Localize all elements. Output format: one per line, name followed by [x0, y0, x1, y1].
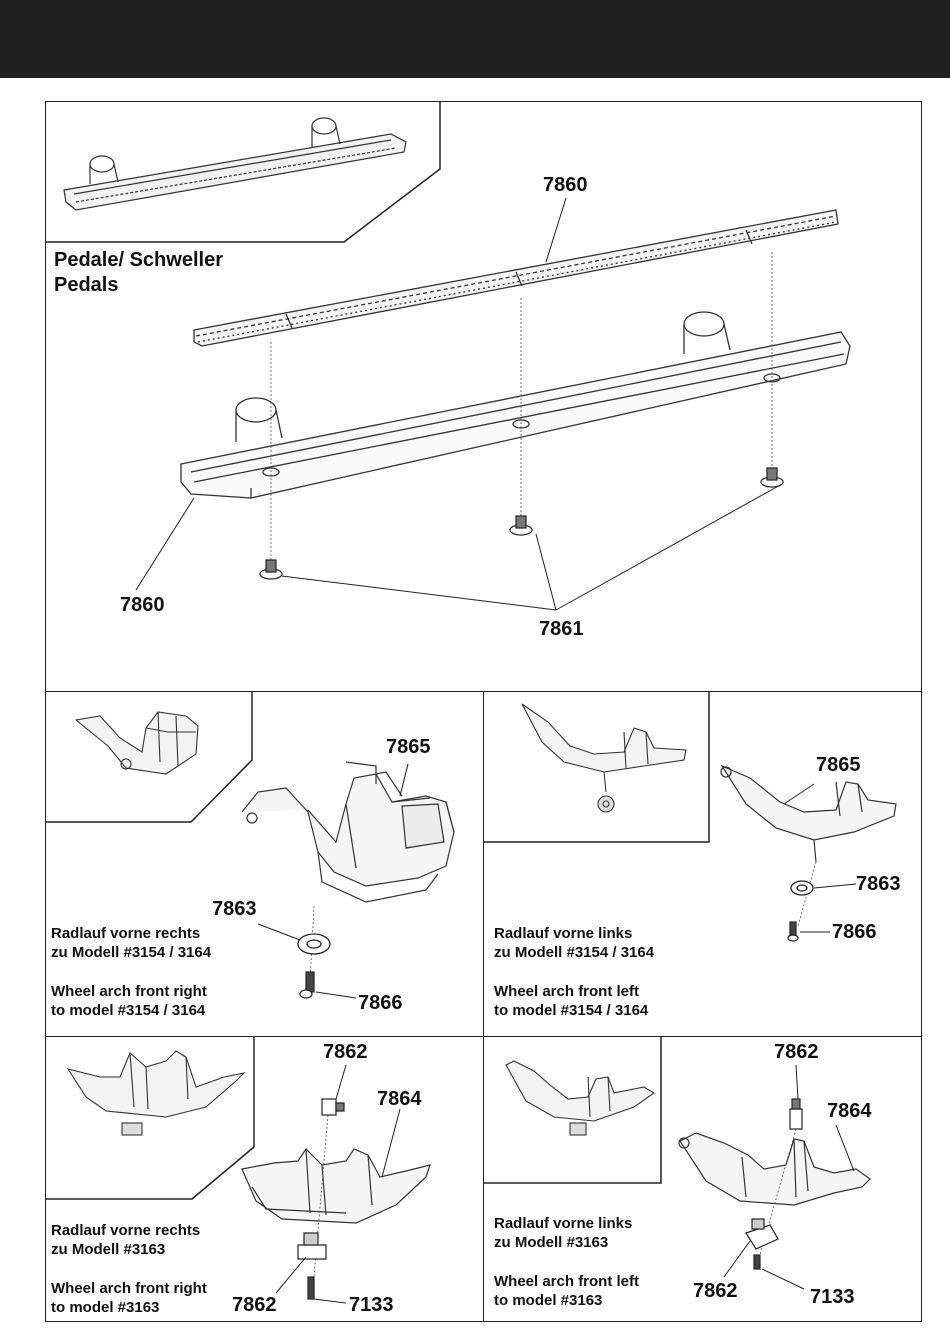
part-label-a: 7865	[386, 736, 431, 758]
inset-pedal-icon	[63, 117, 407, 211]
part-label-a: 7862	[323, 1041, 368, 1063]
part-label-c: 7866	[358, 992, 403, 1014]
arch-part-drawing	[241, 761, 455, 903]
clip-icon-bottom	[745, 1218, 779, 1250]
inset-frame	[46, 102, 441, 243]
part-label-c: 7862	[232, 1294, 277, 1316]
part-label-c: 7862	[693, 1280, 738, 1302]
pedals-title-en: Pedals	[54, 274, 119, 296]
caption-en-1: Wheel arch front right	[51, 1280, 207, 1297]
clip-icon-top	[789, 1098, 803, 1130]
leader-lines	[135, 197, 783, 611]
bolt-icon	[787, 921, 799, 942]
clip-icon-top	[321, 1098, 345, 1116]
part-label-c: 7866	[832, 921, 877, 943]
inset-frame	[46, 1037, 255, 1200]
inset-arch-icon	[74, 711, 199, 775]
arch-front-left-b-drawing	[484, 1037, 871, 1290]
caption-de-1: Radlauf vorne links	[494, 1215, 633, 1232]
part-label-b: 7863	[212, 898, 257, 920]
bolt-icon	[299, 971, 315, 999]
caption-de-2: zu Modell #3163	[51, 1241, 166, 1258]
part-label-b: 7864	[827, 1100, 872, 1122]
arch-front-right-a-drawing	[46, 692, 455, 999]
arch-part-drawing	[678, 1132, 871, 1206]
alignment-lines	[311, 1114, 329, 1300]
part-label-step: 7860	[543, 174, 588, 196]
part-label-a: 7865	[816, 754, 861, 776]
caption-de-2: zu Modell #3154 / 3164	[494, 944, 655, 961]
caption-de-1: Radlauf vorne rechts	[51, 1222, 201, 1239]
screw-icons	[259, 467, 784, 580]
caption-en-1: Wheel arch front left	[494, 983, 640, 1000]
inset-frame	[484, 692, 710, 843]
arch-front-right-b-panel: 7862 7864 7862 7133 Radlauf vorne rechts…	[45, 1036, 484, 1322]
part-label-b: 7863	[856, 873, 901, 895]
pedals-panel: Pedale/ Schweller Pedals 7860 7860 7861	[45, 101, 922, 692]
part-label-sill: 7860	[120, 594, 165, 616]
leader-lines	[257, 763, 409, 999]
clip-icon-bottom	[297, 1232, 327, 1260]
washer-icon	[790, 880, 814, 896]
arch-front-right-a-panel: 7865 7863 7866 Radlauf vorne rechts zu M…	[45, 691, 484, 1037]
inset-frame	[484, 1037, 662, 1184]
step-plate	[193, 209, 839, 347]
caption-en-2: to model #3154 / 3164	[494, 1002, 649, 1019]
arch-part-drawing	[720, 764, 897, 863]
caption-en-2: to model #3154 / 3164	[51, 1002, 206, 1019]
header-bar	[0, 0, 950, 78]
part-label-b: 7864	[377, 1088, 422, 1110]
pedals-title-de: Pedale/ Schweller	[54, 249, 223, 271]
caption-de-1: Radlauf vorne rechts	[51, 925, 201, 942]
caption-de-2: zu Modell #3163	[494, 1234, 609, 1251]
caption-de-1: Radlauf vorne links	[494, 925, 633, 942]
leader-lines	[723, 1064, 855, 1290]
alignment-lines	[309, 905, 315, 983]
caption-de-2: zu Modell #3154 / 3164	[51, 944, 212, 961]
bolt-icon	[753, 1254, 761, 1270]
arch-front-left-a-panel: 7865 7863 7866 Radlauf vorne links zu Mo…	[483, 691, 922, 1037]
arch-front-left-b-panel: 7862 7864 7862 7133 Radlauf vorne links …	[483, 1036, 922, 1322]
inset-arch-icon	[505, 1060, 656, 1136]
sill-bar	[180, 311, 851, 499]
part-label-screws: 7861	[539, 618, 584, 640]
arch-part-drawing	[241, 1148, 431, 1224]
caption-en-2: to model #3163	[494, 1292, 603, 1309]
bolt-icon	[307, 1276, 315, 1300]
part-label-d: 7133	[810, 1286, 855, 1308]
inset-frame	[46, 692, 253, 823]
caption-en-2: to model #3163	[51, 1299, 160, 1316]
part-label-d: 7133	[349, 1294, 394, 1316]
alignment-lines	[270, 252, 773, 562]
inset-arch-icon	[66, 1050, 246, 1136]
arch-front-left-a-drawing	[484, 692, 897, 942]
pedals-drawing	[46, 102, 851, 611]
arch-front-right-b-drawing	[46, 1037, 431, 1304]
inset-arch-icon	[521, 703, 687, 813]
caption-en-1: Wheel arch front left	[494, 1273, 640, 1290]
leader-lines	[275, 1064, 401, 1304]
washer-icon	[297, 933, 331, 955]
caption-en-1: Wheel arch front right	[51, 983, 207, 1000]
part-label-a: 7862	[774, 1041, 819, 1063]
leader-lines	[783, 783, 857, 933]
